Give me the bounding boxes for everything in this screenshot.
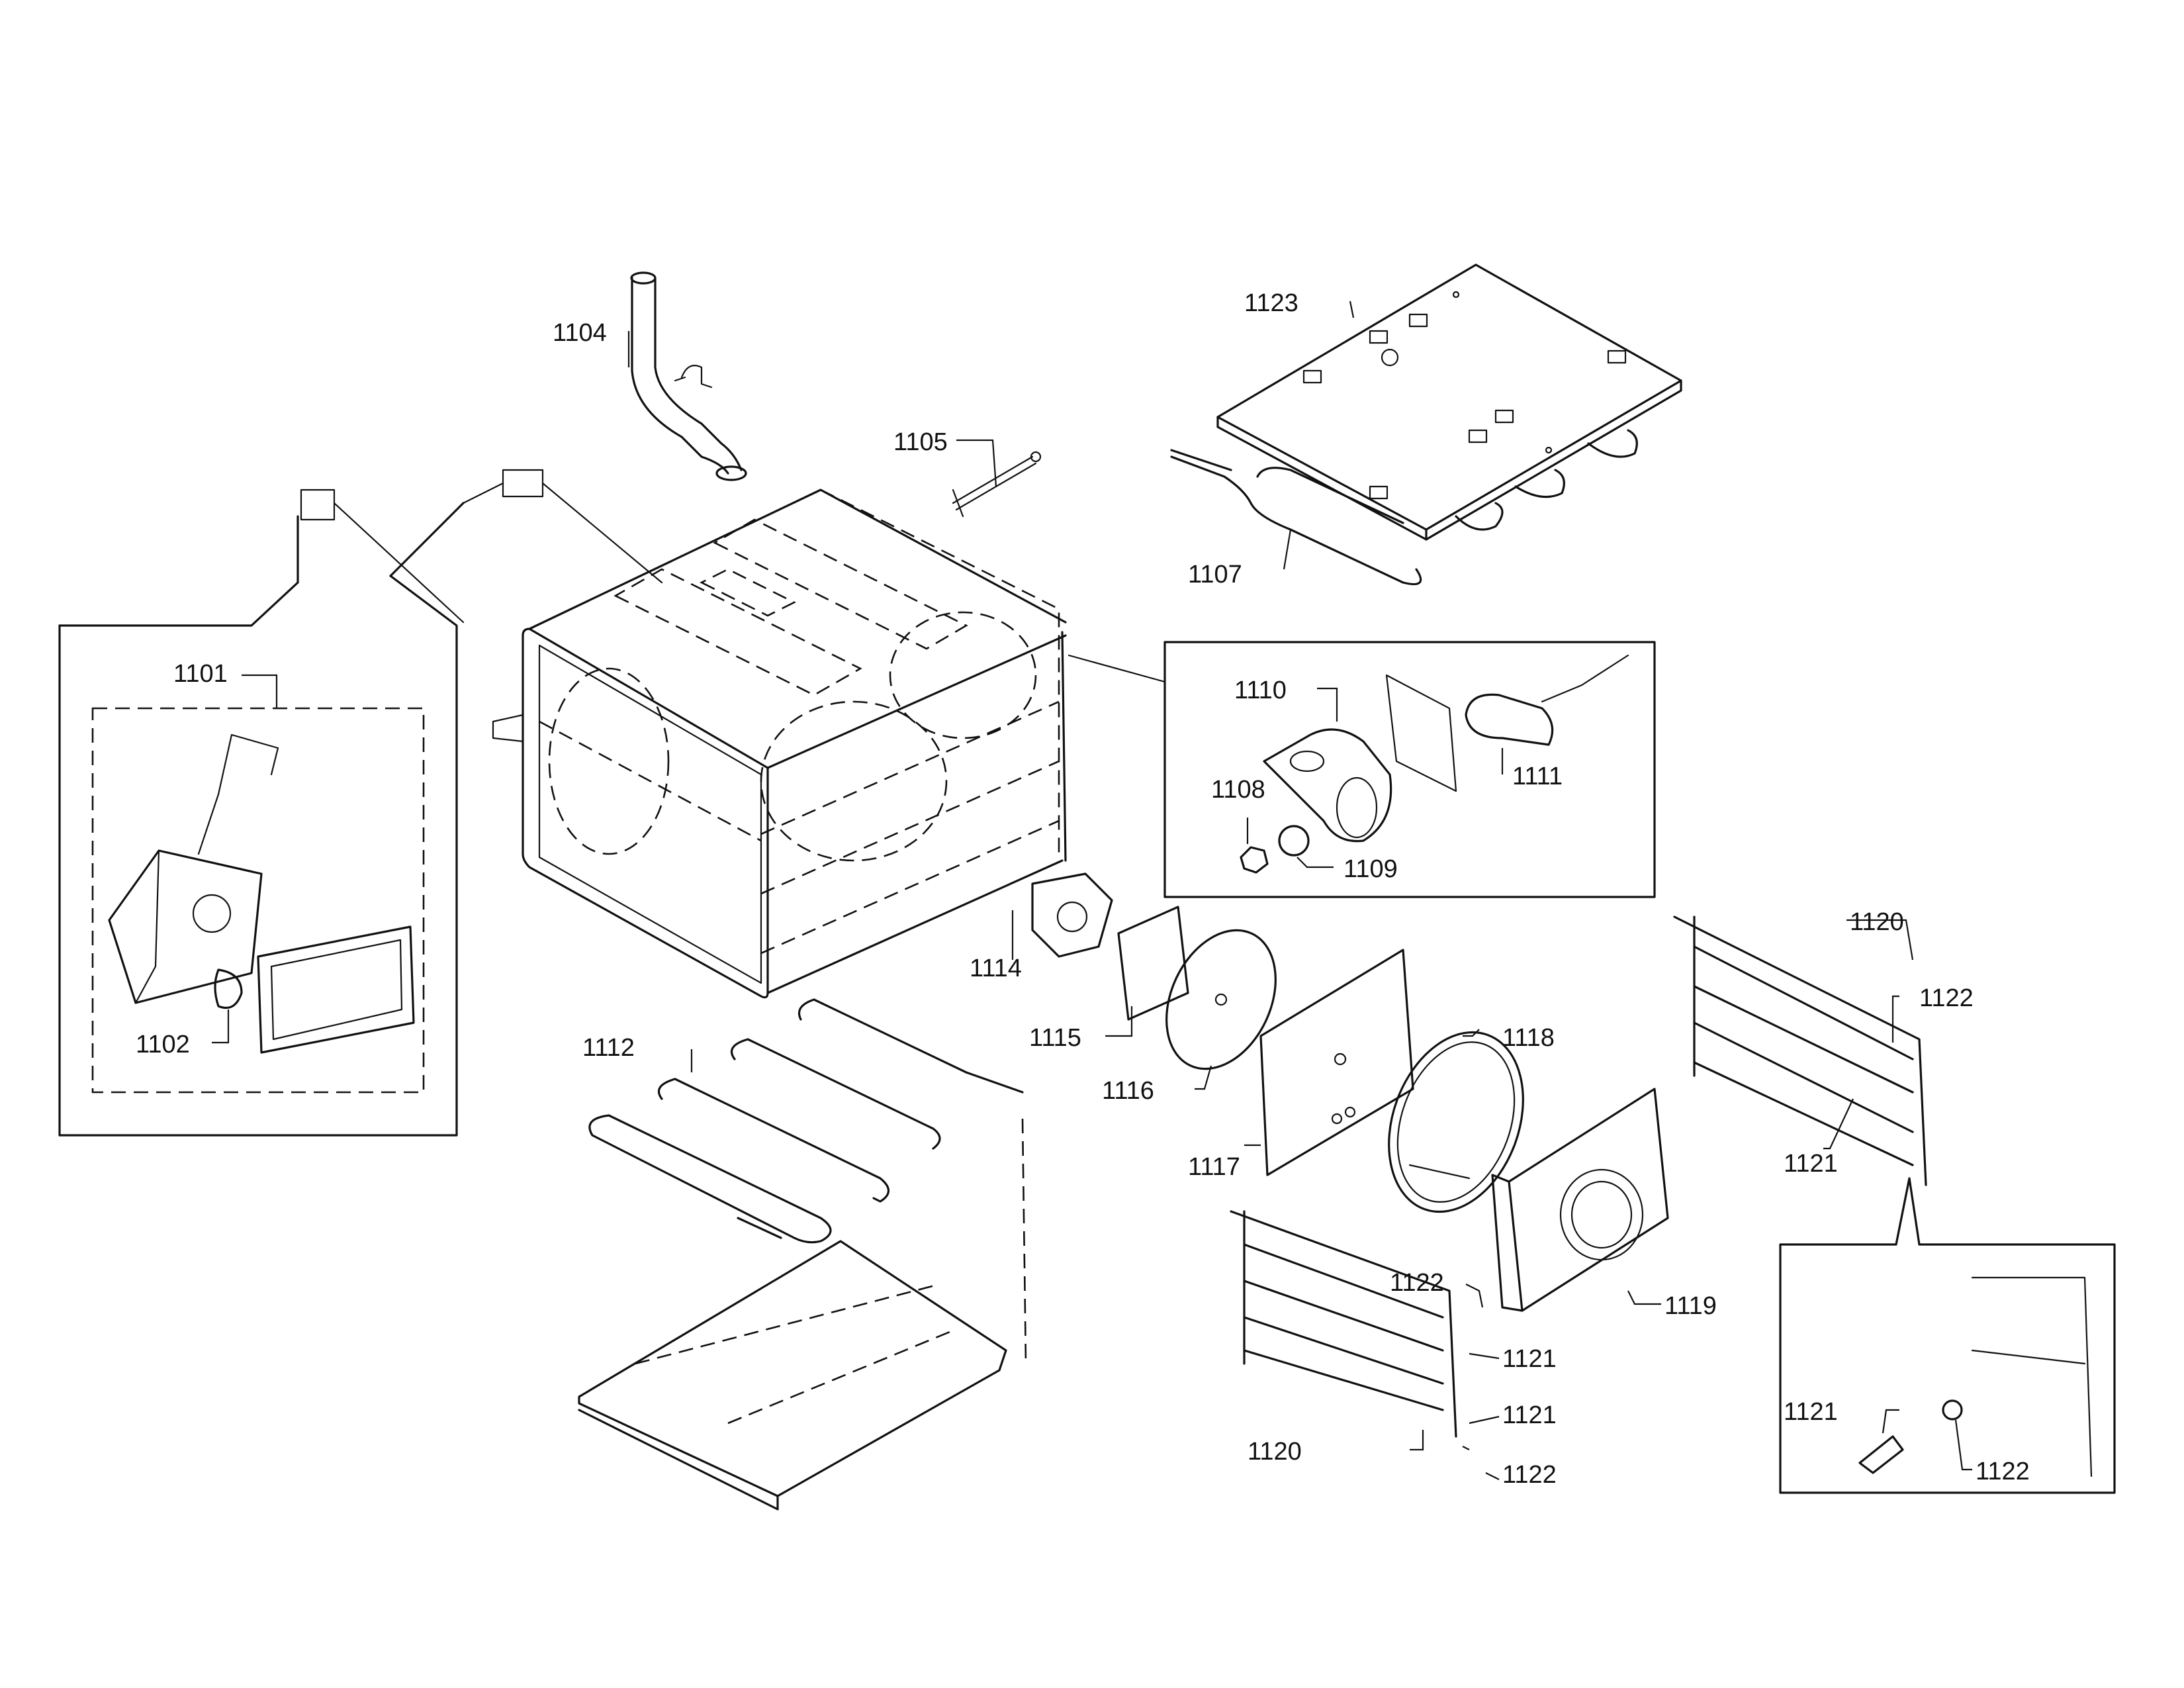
label-1115: 1115	[1029, 1024, 1081, 1052]
label-1122-a: 1122	[1919, 984, 1974, 1012]
label-1119: 1119	[1664, 1292, 1717, 1320]
label-1121-c: 1121	[1502, 1401, 1557, 1429]
label-1117: 1117	[1188, 1153, 1240, 1181]
bake-element-1112	[588, 998, 1024, 1244]
fastener-detail-callout	[1779, 1177, 2116, 1494]
rear-panel-1117	[1259, 949, 1414, 1176]
fan-blade-1114	[1031, 872, 1113, 958]
label-1108: 1108	[1211, 776, 1265, 804]
sensor-1105	[952, 451, 1042, 518]
label-1114: 1114	[970, 955, 1022, 982]
label-1123: 1123	[1244, 289, 1298, 317]
part-labels: 1101 1102 1104 1105 1107 1108 1109 1110 …	[136, 289, 2030, 1489]
label-1116: 1116	[1102, 1077, 1154, 1105]
leader-lines	[212, 301, 1972, 1480]
label-1104: 1104	[553, 319, 607, 347]
fan-motor-callout	[1068, 641, 1656, 898]
disc-1116	[1165, 929, 1277, 1070]
label-1112: 1112	[582, 1034, 635, 1062]
label-1105: 1105	[893, 428, 948, 456]
label-1101: 1101	[173, 660, 228, 688]
label-1122-c: 1122	[1502, 1461, 1557, 1489]
label-1111: 1111	[1512, 763, 1563, 790]
label-1102: 1102	[136, 1031, 190, 1058]
label-1110: 1110	[1234, 677, 1287, 704]
label-1121-b: 1121	[1502, 1345, 1557, 1373]
label-1120-left: 1120	[1248, 1438, 1302, 1466]
label-1107: 1107	[1188, 561, 1242, 588]
fan-cover-1119	[1491, 1088, 1669, 1312]
label-1109: 1109	[1343, 855, 1398, 883]
vent-tube-1104	[630, 271, 747, 481]
rack-right-1120	[1673, 915, 1927, 1186]
label-1118: 1118	[1502, 1024, 1555, 1052]
light-assembly-panel	[58, 469, 663, 1137]
top-panel-1123	[1216, 263, 1682, 541]
baffle-1115	[1117, 906, 1189, 1021]
label-1122-b: 1122	[1390, 1269, 1444, 1297]
broil-element-1107	[1170, 429, 1638, 586]
rack-left-1120	[1230, 1210, 1457, 1438]
bottom-panel	[578, 1118, 1027, 1511]
label-1122-d: 1122	[1976, 1458, 2030, 1485]
label-1120-right: 1120	[1850, 908, 1904, 936]
label-1121-a: 1121	[1784, 1150, 1838, 1178]
oven-cavity	[492, 489, 1067, 999]
ring-element-1118	[1388, 1031, 1524, 1213]
label-1121-d: 1121	[1784, 1398, 1838, 1426]
